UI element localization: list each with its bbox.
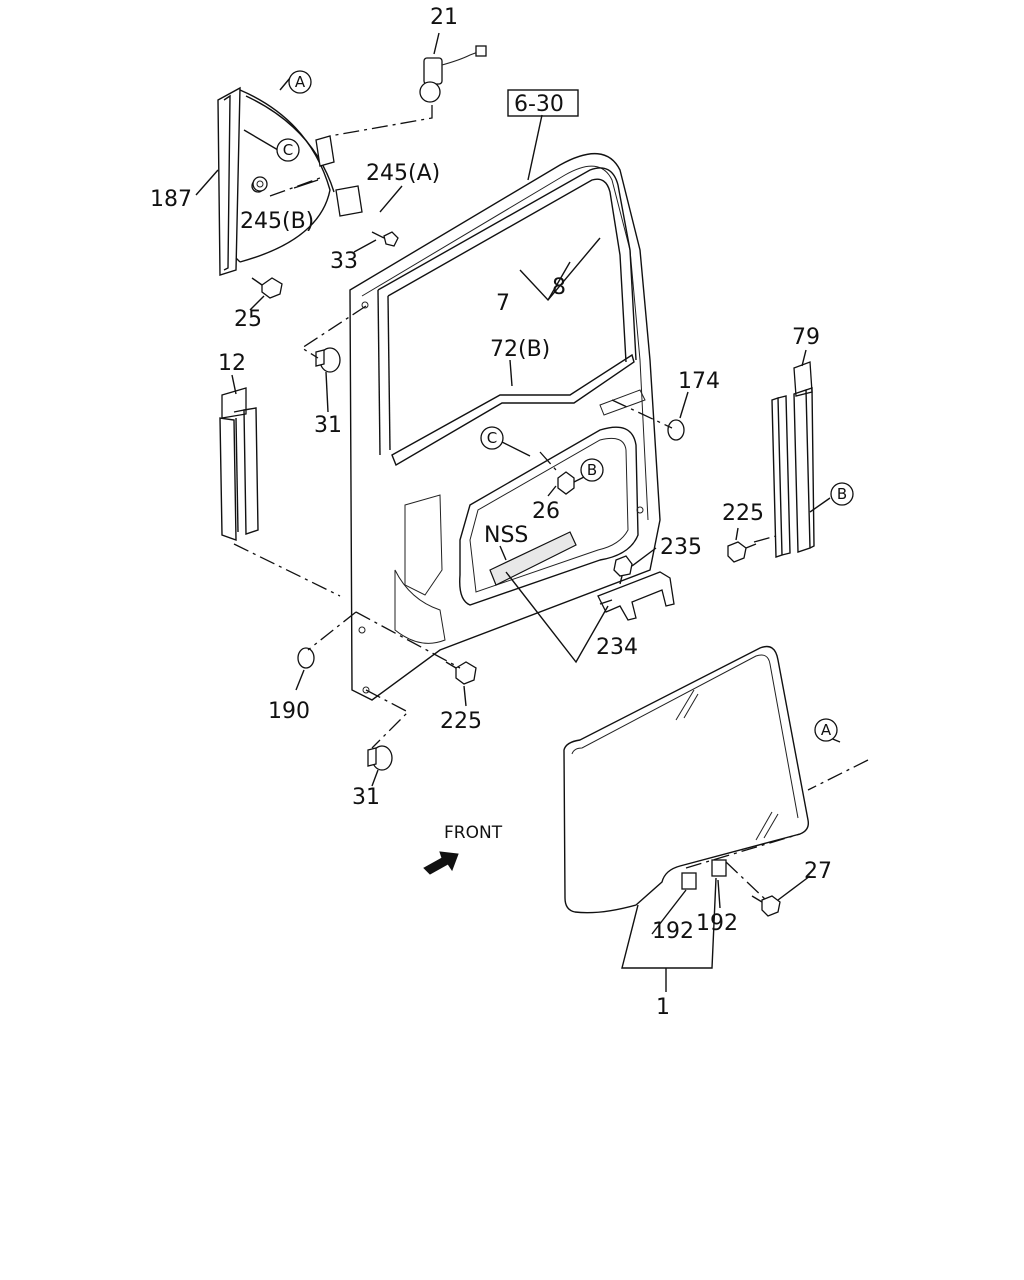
door-glass: [563, 645, 810, 914]
label-31-bottom: 31: [352, 785, 380, 810]
ref-circle-a-top: A: [288, 70, 312, 94]
label-245a: 245(A): [366, 161, 440, 186]
label-25: 25: [234, 307, 262, 332]
label-72b: 72(B): [490, 337, 550, 362]
door-panel: [349, 152, 661, 701]
nut-26: [557, 471, 575, 495]
run-channel-left: [219, 387, 259, 541]
ref-circle-c-top: C: [276, 138, 300, 162]
ref-circle-c-mid: C: [480, 426, 504, 450]
ref-b-mid-text: B: [587, 461, 597, 479]
regulator-motor: [419, 45, 487, 103]
label-nss: NSS: [484, 523, 528, 548]
part-labels: 21 245(A) 187 245(B) 33 7 8 25 12 72(B) …: [150, 5, 832, 1020]
label-26: 26: [532, 499, 560, 524]
label-190: 190: [268, 699, 310, 724]
label-192-left: 192: [652, 919, 694, 944]
dash-dot-lines: [233, 105, 869, 901]
leader-lines: [195, 32, 841, 992]
ref-b-right-text: B: [837, 485, 847, 503]
label-234: 234: [596, 635, 638, 660]
bolt-225-bottom: [445, 661, 477, 685]
label-225-right: 225: [722, 501, 764, 526]
label-79: 79: [792, 325, 820, 350]
nss-handle-plate: [489, 531, 577, 586]
label-6-30: 6-30: [514, 92, 564, 117]
bumper-31-bottom: [367, 745, 393, 771]
ref-a-top-text: A: [295, 73, 306, 91]
nut-245b: [252, 176, 268, 192]
ref-c-top-text: C: [283, 141, 293, 159]
bolt-235: [613, 555, 633, 585]
window-regulator: [217, 86, 363, 276]
label-27: 27: [804, 859, 832, 884]
bolt-27: [751, 895, 781, 917]
bracket-234: [597, 571, 675, 621]
ref-circle-b-mid: B: [580, 458, 604, 482]
label-245b: 245(B): [240, 209, 314, 234]
label-187: 187: [150, 187, 192, 212]
label-33: 33: [330, 249, 358, 274]
front-arrow-icon: [423, 851, 459, 875]
label-front: FRONT: [444, 823, 503, 843]
window-frame: [377, 167, 637, 456]
label-31-top: 31: [314, 413, 342, 438]
label-235: 235: [660, 535, 702, 560]
label-174: 174: [678, 369, 720, 394]
label-192-right: 192: [696, 911, 738, 936]
label-225-bottom: 225: [440, 709, 482, 734]
bolt-33: [371, 231, 399, 247]
label-21: 21: [430, 5, 458, 30]
run-channel-right: [771, 361, 815, 558]
label-12: 12: [218, 351, 246, 376]
bolt-25: [251, 277, 283, 299]
ref-box-6-30: 6-30: [507, 89, 579, 117]
label-8: 8: [552, 275, 566, 300]
ref-a-glass-text: A: [821, 721, 832, 739]
label-7: 7: [496, 291, 510, 316]
label-1: 1: [656, 995, 670, 1020]
ref-c-mid-text: C: [487, 429, 497, 447]
plug-174: [667, 419, 685, 441]
bumper-31-top: [315, 347, 341, 373]
bolt-225-right: [727, 541, 757, 563]
ref-circle-a-glass: A: [814, 718, 838, 742]
ref-circle-b-right: B: [830, 482, 854, 506]
plug-190: [297, 647, 315, 669]
window-channel: [391, 353, 635, 467]
